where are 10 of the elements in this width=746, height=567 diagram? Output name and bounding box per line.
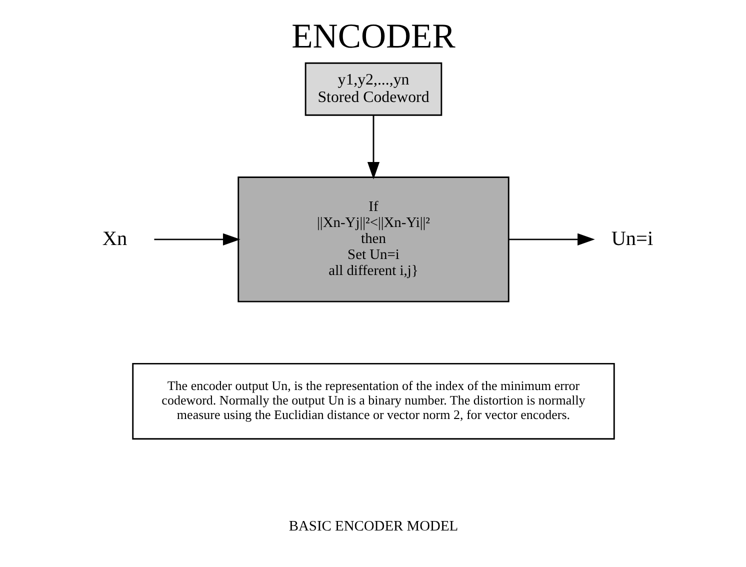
arrow xyxy=(154,233,240,246)
arrow xyxy=(508,233,594,246)
arrow xyxy=(366,116,380,180)
node-text: Un=i xyxy=(610,228,653,250)
diagram-title: ENCODER xyxy=(291,16,455,56)
caption: BASIC ENCODER MODEL xyxy=(288,518,458,535)
node-box: y1,y2,...,yn Stored Codeword xyxy=(304,62,442,116)
node-text: Xn xyxy=(102,228,127,250)
node-box: The encoder output Un, is the representation of the index of the minimum error codeword. Normally the output Un is a binary number. The distortion is normally measure using the Euclidian distance or vector norm 2, for vector encoders. xyxy=(132,362,614,440)
node-box: If ||Xn-Yj||²<||Xn-Yi||² then Set Un=i all different i,j} xyxy=(237,176,509,302)
